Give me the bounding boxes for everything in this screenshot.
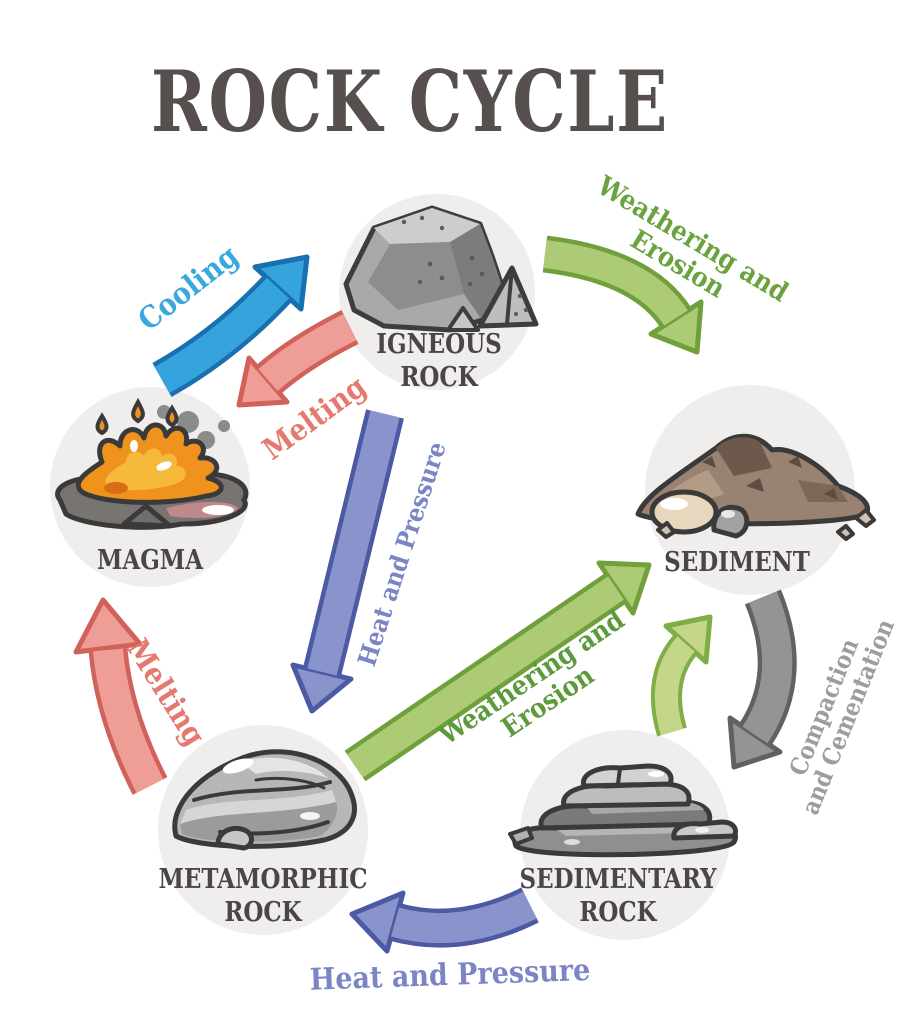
magma-label-line1: MAGMA [96,545,204,576]
heat-pressure-center-arrow [290,409,404,714]
sediment-chip-3 [656,521,676,539]
magma-highlight-2 [130,440,138,452]
igneous-mid-facet [368,242,464,310]
heat-pressure-center-arrow-body [307,410,400,676]
compaction-arrow [727,589,797,770]
magma-droplet-3 [165,404,179,428]
melting-top-arrow-body [258,314,357,392]
heat-pressure-bottom-arrow [349,887,539,954]
magma-highlight-1 [156,461,172,471]
magma-pedestal [121,503,173,529]
sediment-chip-1 [854,508,876,528]
sedimentary-node-label: SEDIMENTARY ROCK [520,863,717,929]
weathering-center-arrow [344,560,652,782]
compaction-arrow-body [742,591,793,744]
sediment-tan-pebble-highlight [660,498,688,510]
sedimentary-top-notch [616,767,622,785]
magma-splash-inner [105,448,186,491]
magma-droplet-1 [131,397,145,424]
cooling-arrow-body [154,277,289,394]
igneous-pebble [446,306,480,332]
igneous-top-facet [374,208,480,244]
sedimentary-chip [508,826,534,846]
igneous-right-facet [450,224,504,320]
weathering-center-arrow-body [347,576,624,778]
igneous-speckles [401,215,485,287]
magma-node-label: MAGMA [97,544,203,577]
metamorphic-light-band [180,790,336,824]
sediment-up-arrow [651,614,713,737]
heat-pressure-bottom-arrow-body [391,891,537,944]
sediment-peak-dark [716,437,772,476]
igneous-node-label: IGNEOUS ROCK [376,328,501,394]
metamorphic-sheen [240,757,328,778]
igneous-small-rock-speckles [514,293,529,316]
sediment-up-arrow-body [655,636,695,736]
magma-deep-orange [104,482,128,494]
sedimentary-label-line2: ROCK [579,897,657,928]
metamorphic-stripe-3 [254,776,326,790]
weathering-top-arrow [542,235,704,355]
sediment-label-line1: SEDIMENT [664,547,810,578]
metamorphic-label-line1: METAMORPHIC [158,864,368,895]
sediment-gray-pebble-highlight [721,510,735,518]
sediment-chip-2 [836,524,855,541]
igneous-label-line2: ROCK [400,362,478,393]
metamorphic-node-label: METAMORPHIC ROCK [159,863,368,929]
page-title: ROCK CYCLE [151,52,669,151]
igneous-small-rock-edge [505,267,514,325]
sedimentary-layer-top [581,763,674,789]
metamorphic-highlight-2 [300,812,320,820]
sedimentary-label-line1: SEDIMENTARY [519,864,717,895]
sedimentary-highlight-2 [695,827,709,833]
sedimentary-rock-art [508,763,738,858]
metamorphic-highlight [222,758,254,774]
melting-left-arrow-head [73,597,143,655]
metamorphic-rock-art [172,749,357,851]
weathering-top-arrow-body [543,240,688,326]
sedimentary-highlight-1 [648,771,664,777]
sediment-art [635,433,876,541]
magma-puddle-highlight [202,505,234,515]
magma-art [55,397,249,530]
sediment-node-label: SEDIMENT [664,546,810,579]
metamorphic-pebble [215,826,254,851]
igneous-rock-art [343,205,539,333]
melting-top-arrow [236,310,359,408]
igneous-label-line1: IGNEOUS [376,329,502,360]
melting-left-arrow-body [93,648,164,793]
metamorphic-label-line2: ROCK [224,897,302,928]
magma-droplet-2 [95,412,109,436]
sediment-specks [702,456,838,500]
sedimentary-highlight-3 [564,839,580,845]
melting-left-arrow [73,597,168,795]
cooling-arrow [152,254,310,397]
